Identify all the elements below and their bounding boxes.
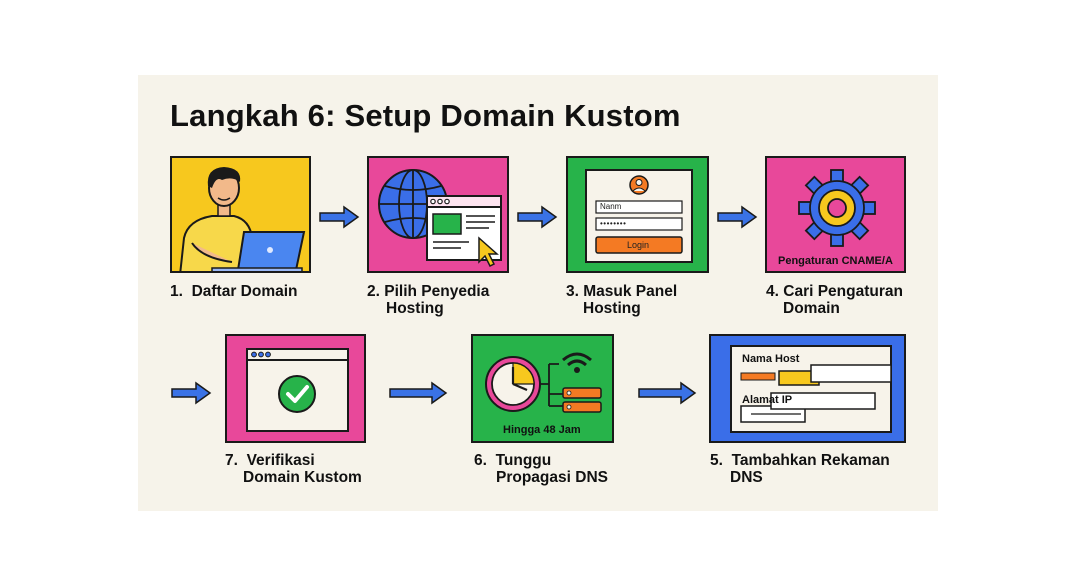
step-2-label: 2. Pilih Penyedia Hosting bbox=[367, 283, 490, 317]
arrow-right-icon bbox=[171, 381, 212, 405]
step-5-illustration: Nama Host Alamat IP bbox=[709, 334, 906, 443]
step-2-illustration bbox=[367, 156, 509, 273]
host-name-label: Nama Host bbox=[742, 353, 800, 365]
password-field: •••••••• bbox=[600, 219, 627, 228]
arrow-left-flow-icon bbox=[389, 381, 448, 405]
arrow-left-flow-icon bbox=[638, 381, 697, 405]
step-7-label: 7. Verifikasi Domain Kustom bbox=[225, 452, 362, 486]
arrow-right-icon bbox=[717, 205, 758, 229]
step-4-label: 4. Cari Pengaturan Domain bbox=[766, 283, 903, 317]
step-6-illustration: Hingga 48 Jam bbox=[471, 334, 614, 443]
step-5-label: 5. Tambahkan Rekaman DNS bbox=[710, 452, 890, 486]
arrow-right-icon bbox=[319, 205, 360, 229]
step-1-label: 1. Daftar Domain bbox=[170, 283, 298, 300]
username-field: Nanm bbox=[600, 202, 622, 211]
settings-caption: Pengaturan CNAME/A bbox=[778, 255, 893, 267]
propagation-caption: Hingga 48 Jam bbox=[503, 424, 581, 436]
ip-address-label: Alamat IP bbox=[742, 394, 793, 406]
step-3-label: 3. Masuk Panel Hosting bbox=[566, 283, 678, 317]
login-button: Login bbox=[627, 240, 650, 250]
arrow-right-icon bbox=[517, 205, 558, 229]
step-3-illustration: Nanm •••••••• Login bbox=[566, 156, 709, 273]
page-title: Langkah 6: Setup Domain Kustom bbox=[170, 98, 681, 133]
step-4-illustration: Pengaturan CNAME/A bbox=[765, 156, 906, 273]
step-1-illustration bbox=[170, 156, 311, 273]
step-6-label: 6. Tunggu Propagasi DNS bbox=[474, 452, 608, 486]
step-7-illustration bbox=[225, 334, 366, 443]
